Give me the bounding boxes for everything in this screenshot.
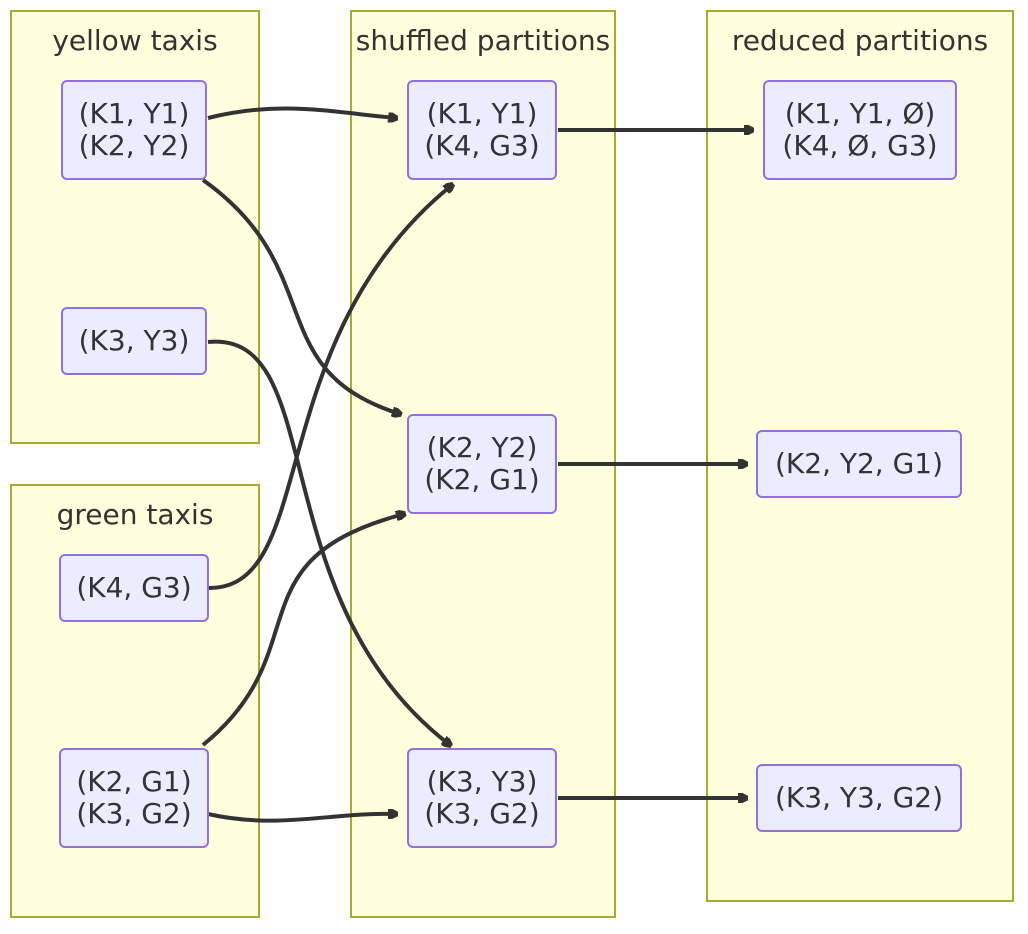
node-line: (K3, Y3) bbox=[426, 765, 538, 798]
edge-g2-s3 bbox=[207, 814, 396, 823]
node-line: (K3, Y3, G2) bbox=[774, 781, 944, 814]
node-reduced-k2: (K2, Y2, G1) bbox=[756, 430, 962, 498]
edge-y1-s1 bbox=[207, 106, 396, 118]
node-line: (K2, G1) bbox=[424, 463, 540, 496]
node-reduced-k3: (K3, Y3, G2) bbox=[756, 764, 962, 832]
node-line: (K4, Ø, G3) bbox=[782, 129, 938, 162]
group-title-yellow-taxis: yellow taxis bbox=[52, 24, 218, 57]
node-line: (K2, Y2, G1) bbox=[774, 447, 944, 480]
node-green-k2-k3: (K2, G1) (K3, G2) bbox=[59, 748, 209, 848]
edge-g2-s2 bbox=[201, 514, 404, 747]
node-line: (K2, Y2) bbox=[426, 431, 538, 464]
group-title-reduced-partitions: reduced partitions bbox=[731, 24, 989, 57]
node-line: (K2, Y2) bbox=[78, 129, 190, 162]
edge-g1-s1 bbox=[207, 185, 452, 591]
node-shuffled-k3: (K3, Y3) (K3, G2) bbox=[407, 748, 557, 848]
group-title-shuffled-partitions: shuffled partitions bbox=[355, 24, 611, 57]
node-shuffled-k1-k4: (K1, Y1) (K4, G3) bbox=[407, 80, 557, 180]
node-line: (K3, G2) bbox=[76, 797, 192, 830]
node-line: (K3, Y3) bbox=[78, 324, 190, 357]
node-line: (K4, G3) bbox=[76, 571, 192, 604]
node-yellow-k3: (K3, Y3) bbox=[61, 307, 207, 375]
node-yellow-k1-k2: (K1, Y1) (K2, Y2) bbox=[61, 80, 207, 180]
node-reduced-k1-k4: (K1, Y1, Ø) (K4, Ø, G3) bbox=[763, 80, 957, 180]
node-line: (K2, G1) bbox=[76, 765, 192, 798]
node-line: (K3, G2) bbox=[424, 797, 540, 830]
node-line: (K1, Y1, Ø) bbox=[784, 97, 936, 130]
edge-y1-s2 bbox=[201, 178, 400, 414]
edge-y2-s3 bbox=[207, 339, 450, 745]
node-shuffled-k2: (K2, Y2) (K2, G1) bbox=[407, 414, 557, 514]
node-green-k4: (K4, G3) bbox=[59, 554, 209, 622]
node-line: (K1, Y1) bbox=[78, 97, 190, 130]
node-line: (K4, G3) bbox=[424, 129, 540, 162]
group-title-green-taxis: green taxis bbox=[56, 498, 214, 531]
node-line: (K1, Y1) bbox=[426, 97, 538, 130]
